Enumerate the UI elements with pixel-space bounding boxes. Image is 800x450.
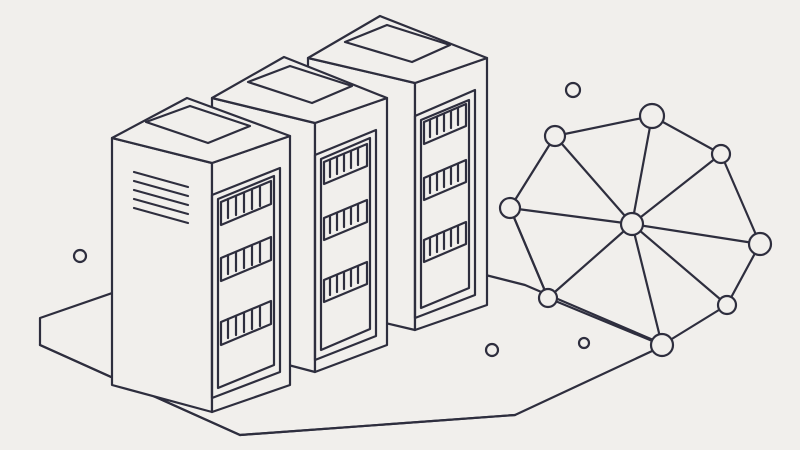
drive-bay — [219, 299, 273, 347]
floating-dot — [484, 342, 500, 358]
network-nodes — [498, 102, 773, 358]
network-node-hub — [619, 211, 645, 237]
network-node — [537, 287, 559, 309]
network-graph — [498, 102, 773, 358]
drive-bay — [422, 158, 468, 202]
network-node — [710, 143, 732, 165]
drive-bay — [219, 235, 273, 283]
drive-bay — [322, 142, 369, 186]
floating-dot — [577, 336, 591, 350]
network-node — [747, 231, 773, 257]
network-node — [716, 294, 738, 316]
floating-dot — [564, 81, 582, 99]
floating-dots — [72, 81, 591, 358]
floor-edge-front — [38, 343, 517, 437]
drive-bay — [322, 198, 369, 242]
vent-grille — [132, 170, 190, 225]
drive-bay — [422, 220, 468, 264]
network-node — [649, 332, 675, 358]
drive-bay — [422, 102, 468, 146]
floating-dot — [72, 248, 88, 264]
drive-bay — [219, 179, 273, 227]
network-node — [638, 102, 666, 130]
network-edges — [508, 114, 762, 347]
network-node — [498, 196, 522, 220]
drive-bay — [322, 260, 369, 304]
network-node — [543, 124, 567, 148]
server-rack-1 — [110, 96, 292, 414]
